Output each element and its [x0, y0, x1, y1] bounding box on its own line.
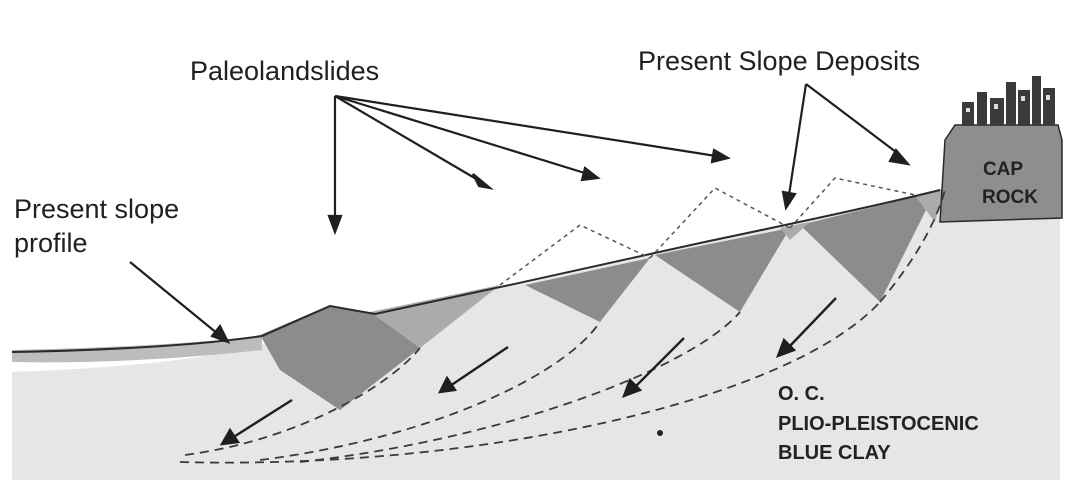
- paleolandslides-arrows: [327, 94, 731, 236]
- blue-clay-body: [12, 190, 1060, 480]
- clay-label-line2: PLIO-PLEISTOCENIC: [778, 413, 979, 435]
- landslide-body-1: [260, 305, 420, 410]
- present-slope-profile-label-line2: profile: [14, 228, 88, 258]
- landslide-body-4: [800, 192, 935, 302]
- landslide-body-2: [525, 258, 650, 322]
- present-slope-deposits-arrows: [781, 83, 911, 211]
- present-slope-deposits-label: Present Slope Deposits: [638, 46, 920, 76]
- cap-rock-label-line2: ROCK: [982, 187, 1038, 208]
- marker-dot: [657, 430, 663, 436]
- paleo-slope-profiles: [499, 177, 921, 286]
- slope-deposit-1: [370, 285, 500, 348]
- clay-label-line1: O. C.: [778, 383, 825, 405]
- present-slope-profile-arrow: [129, 261, 231, 345]
- slip-surfaces: [179, 189, 946, 464]
- movement-arrows: [219, 297, 837, 446]
- cap-rock-label-line1: CAP: [983, 159, 1023, 180]
- cap-rock-block: [939, 124, 1063, 223]
- present-slope-profile-label-line1: Present slope: [14, 194, 179, 224]
- clay-label-line3: BLUE CLAY: [778, 442, 891, 464]
- landslide-body-3: [655, 228, 790, 312]
- buildings-on-cap-rock: [962, 76, 1055, 125]
- present-slope-profile-line: [11, 189, 941, 353]
- paleolandslides-label: Paleolandslides: [190, 56, 379, 86]
